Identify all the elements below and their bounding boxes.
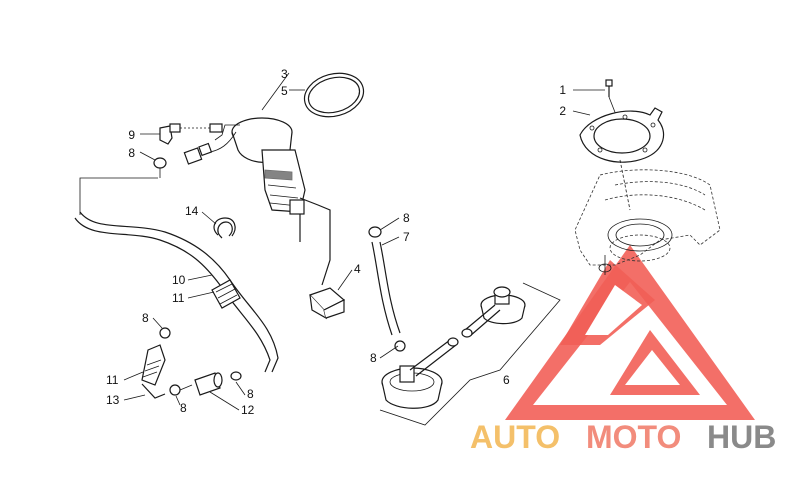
callout-11b: 11 (106, 373, 119, 387)
callout-10: 10 (172, 273, 186, 287)
part-connector (183, 142, 213, 165)
part-clamp (153, 157, 167, 178)
part-hose-clip (213, 217, 236, 239)
part-fuel-pump (209, 117, 331, 286)
callout-8a: 8 (128, 146, 135, 160)
callout-6: 6 (503, 373, 510, 387)
callout-labels: 1 2 3 5 9 8 14 10 11 8 7 4 8 11 13 8 8 1… (106, 67, 566, 417)
watermark-part1: AUTO (470, 419, 560, 455)
part-harness-connector (308, 287, 346, 320)
part-rollover-valve-upper (461, 286, 526, 338)
part-fuel-hose (74, 211, 279, 373)
callout-7: 7 (403, 230, 410, 244)
watermark-text: AUTO MOTO HUB (470, 419, 776, 455)
callout-12: 12 (241, 403, 255, 417)
callout-14: 14 (185, 204, 199, 218)
callout-8e: 8 (247, 387, 254, 401)
callout-11a: 11 (172, 291, 185, 305)
leader-bracket (79, 177, 158, 215)
callout-2: 2 (559, 104, 566, 118)
watermark-part3: HUB (707, 419, 776, 455)
callout-8d: 8 (142, 311, 149, 325)
watermark-logo (505, 245, 755, 420)
part-rollover-valve-lower (381, 337, 459, 409)
part-vent-hose (368, 226, 406, 352)
callout-8b: 8 (403, 211, 410, 225)
callout-3: 3 (281, 67, 288, 81)
callout-8c: 8 (370, 351, 377, 365)
callout-9: 9 (128, 128, 135, 142)
part-lower-hose (141, 327, 171, 399)
leader-lines (123, 72, 605, 411)
fuel-tank-outline (574, 169, 721, 275)
callout-8f: 8 (180, 401, 187, 415)
callout-13: 13 (106, 393, 120, 407)
callout-5: 5 (281, 84, 288, 98)
callout-4: 4 (354, 262, 361, 276)
leader-bracket-6 (379, 282, 561, 426)
part-retaining-ring (579, 107, 665, 211)
part-gasket (303, 72, 365, 118)
part-fuel-filter (169, 371, 242, 396)
callout-1: 1 (559, 83, 566, 97)
watermark-part2: MOTO (586, 419, 681, 455)
part-elbow-fitting (159, 123, 223, 145)
